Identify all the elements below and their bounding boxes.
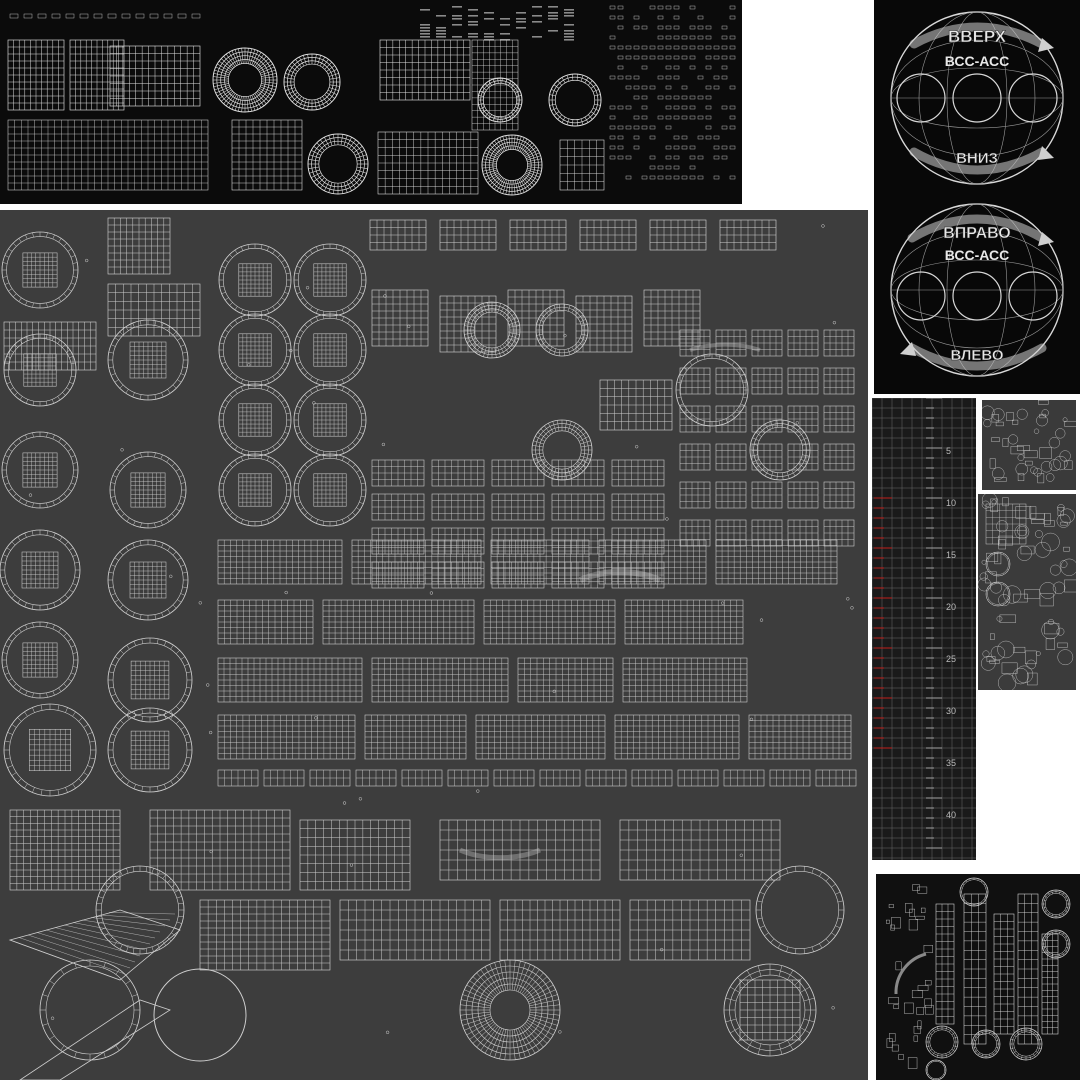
dial-down-label: ВНИЗ (956, 150, 998, 167)
ruler-number: 20 (946, 602, 956, 612)
dial-up-label: ВВЕРХ (948, 27, 1007, 46)
ruler-svg: 5 10 15 20 25 30 35 40 (872, 398, 976, 860)
ruler-number: 25 (946, 654, 956, 664)
bottom-texture-sheet (876, 874, 1080, 1080)
dial-right-label: ВПРАВО (943, 225, 1010, 242)
ruler-number: 35 (946, 758, 956, 768)
main-wireframe-layout (0, 217, 857, 1080)
dial-left-label: ВЛЕВО (950, 347, 1003, 364)
dial-code-label-2: ВСС-АСС (945, 247, 1009, 263)
main-uv-sheet (0, 210, 868, 1080)
thumbnail-atlas-1-svg (982, 400, 1076, 484)
ruler-number: 30 (946, 706, 956, 716)
ruler-number: 10 (946, 498, 956, 508)
dial-right-left: ВПРАВО ВСС-АСС ВЛЕВО (890, 203, 1064, 377)
thumbnail-atlas-2 (978, 494, 1076, 690)
thumbnail-atlas-1 (982, 400, 1076, 490)
ruler-number: 40 (946, 810, 956, 820)
bottom-wireframe-layout (886, 877, 1071, 1080)
top-texture-sheet (0, 0, 742, 204)
ruler-strip: 5 10 15 20 25 30 35 40 (872, 398, 976, 860)
dial-label-sheet: ВВЕРХ ВСС-АСС ВНИЗ ВПРАВО ВСС-АСС ВЛЕВО (874, 0, 1080, 394)
top-wireframe-layout (7, 5, 736, 196)
ruler-number: 5 (946, 446, 951, 456)
dial-label-svg: ВВЕРХ ВСС-АСС ВНИЗ ВПРАВО ВСС-АСС ВЛЕВО (890, 11, 1064, 377)
dial-up-down: ВВЕРХ ВСС-АСС ВНИЗ (890, 11, 1064, 185)
dial-code-label: ВСС-АСС (945, 53, 1009, 69)
thumbnail-atlas-2-svg (978, 494, 1076, 690)
ruler-number: 15 (946, 550, 956, 560)
